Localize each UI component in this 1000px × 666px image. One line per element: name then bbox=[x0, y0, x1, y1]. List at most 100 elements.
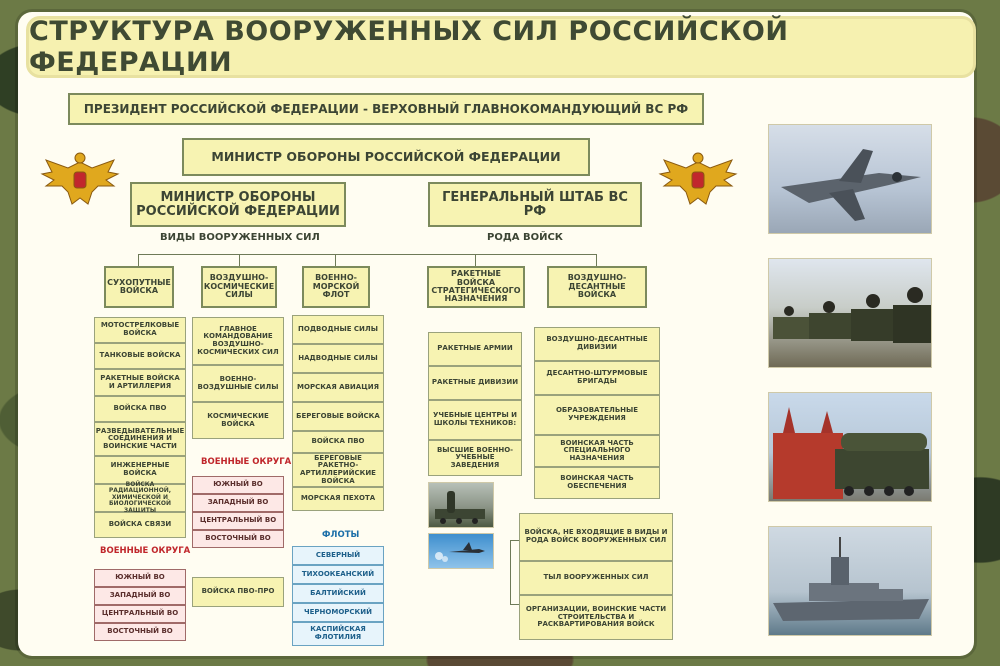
missile-launcher-red-square-photo bbox=[768, 392, 932, 502]
item-label: КОСМИЧЕСКИЕ ВОЙСКА bbox=[207, 411, 269, 428]
header-label: ВОЕННО-МОРСКОЙ ФЛОТ bbox=[312, 273, 360, 300]
arms-label: РОДА ВОЙСК bbox=[487, 232, 563, 243]
ground-item: ВОЙСКА ПВО bbox=[94, 396, 186, 422]
ground-item: ВОЙСКА РАДИАЦИОННОЙ, ХИМИЧЕСКОЙ И БИОЛОГ… bbox=[94, 480, 186, 514]
item-label: МОРСКАЯ АВИАЦИЯ bbox=[297, 382, 379, 391]
other-troops-item: ВОЙСКА, НЕ ВХОДЯЩИЕ В ВИДЫ И РОДА ВОЙСК … bbox=[519, 513, 673, 561]
airborne-item: ВОИНСКАЯ ЧАСТЬ СПЕЦИАЛЬНОГО НАЗНАЧЕНИЯ bbox=[534, 435, 660, 467]
header-label: РАКЕТНЫЕ ВОЙСКА СТРАТЕГИЧЕСКОГО НАЗНАЧЕН… bbox=[431, 269, 521, 304]
item-label: ВОЙСКА СВЯЗИ bbox=[108, 520, 172, 529]
district-item: ВОСТОЧНЫЙ ВО bbox=[94, 623, 186, 641]
minister-top-label: МИНИСТР ОБОРОНЫ РОССИЙСКОЙ ФЕДЕРАЦИИ bbox=[211, 149, 561, 165]
district-label: ВОСТОЧНЫЙ ВО bbox=[205, 534, 271, 543]
ground-forces-header: СУХОПУТНЫЕ ВОЙСКА bbox=[104, 266, 174, 308]
president-box: ПРЕЗИДЕНТ РОССИЙСКОЙ ФЕДЕРАЦИИ - ВЕРХОВН… bbox=[68, 93, 704, 125]
item-label: ВОЙСКА ПВО-ПРО bbox=[201, 587, 275, 596]
district-label: ЗАПАДНЫЙ ВО bbox=[207, 498, 269, 507]
item-label: ВОЙСКА РАДИАЦИОННОЙ, ХИМИЧЕСКОЙ И БИОЛОГ… bbox=[108, 480, 172, 514]
item-label: ВЫСШИЕ ВОЕННО-УЧЕБНЫЕ ЗАВЕДЕНИЯ bbox=[436, 445, 514, 469]
rvsn-item: РАКЕТНЫЕ АРМИИ bbox=[428, 332, 522, 366]
navy-item: МОРСКАЯ ПЕХОТА bbox=[292, 487, 384, 511]
item-label: ВОЙСКА, НЕ ВХОДЯЩИЕ В ВИДЫ И РОДА ВОЙСК … bbox=[524, 528, 668, 544]
item-label: ТАНКОВЫЕ ВОЙСКА bbox=[99, 351, 181, 360]
other-troops-item: ТЫЛ ВООРУЖЕННЫХ СИЛ bbox=[519, 561, 673, 595]
fighter-jet-icon bbox=[781, 149, 921, 221]
header-banner: СТРУКТУРА ВООРУЖЕННЫХ СИЛ РОССИЙСКОЙ ФЕД… bbox=[26, 16, 976, 78]
item-label: РАКЕТНЫЕ АРМИИ bbox=[437, 344, 513, 353]
item-label: РАКЕТНЫЕ ВОЙСКА И АРТИЛЛЕРИЯ bbox=[100, 373, 180, 390]
district-label: ЮЖНЫЙ ВО bbox=[115, 573, 165, 582]
navy-item: ВОЙСКА ПВО bbox=[292, 431, 384, 453]
header-label: ВОЗДУШНО-КОСМИЧЕСКИЕ СИЛЫ bbox=[203, 273, 275, 300]
item-label: МОТОСТРЕЛКОВЫЕ ВОЙСКА bbox=[100, 321, 180, 337]
navy-item: БЕРЕГОВЫЕ ВОЙСКА bbox=[292, 402, 384, 431]
ground-item: ВОЙСКА СВЯЗИ bbox=[94, 512, 186, 538]
item-label: БЕРЕГОВЫЕ ВОЙСКА bbox=[296, 411, 380, 420]
aircraft-icon bbox=[435, 542, 485, 562]
other-troops-item: ОРГАНИЗАЦИИ, ВОИНСКИЕ ЧАСТИ СТРОИТЕЛЬСТВ… bbox=[519, 595, 673, 640]
header-label: СУХОПУТНЫЕ ВОЙСКА bbox=[107, 277, 171, 295]
airborne-item: ВОИНСКАЯ ЧАСТЬ ОБЕСПЕЧЕНИЯ bbox=[534, 467, 660, 499]
item-label: ОРГАНИЗАЦИИ, ВОИНСКИЕ ЧАСТИ СТРОИТЕЛЬСТВ… bbox=[525, 605, 667, 629]
connector-line bbox=[510, 540, 520, 541]
minister-left-label: МИНИСТР ОБОРОНЫ РОССИЙСКОЙ ФЕДЕРАЦИИ bbox=[136, 189, 340, 219]
warship-icon bbox=[773, 537, 929, 621]
missile-truck-icon bbox=[435, 491, 485, 524]
airborne-item: ДЕСАНТНО-ШТУРМОВЫЕ БРИГАДЫ bbox=[534, 361, 660, 395]
connector-line bbox=[335, 254, 336, 266]
fleet-label: ТИХООКЕАНСКИЙ bbox=[301, 569, 375, 578]
item-label: РАЗВЕДЫВАТЕЛЬНЫЕ СОЕДИНЕНИЯ И ВОИНСКИЕ Ч… bbox=[95, 426, 185, 450]
fleet-item: СЕВЕРНЫЙ bbox=[292, 546, 384, 565]
aircraft-sky-photo bbox=[428, 533, 494, 569]
minister-top-box: МИНИСТР ОБОРОНЫ РОССИЙСКОЙ ФЕДЕРАЦИИ bbox=[182, 138, 590, 176]
ground-item: РАКЕТНЫЕ ВОЙСКА И АРТИЛЛЕРИЯ bbox=[94, 369, 186, 396]
district-label: ЮЖНЫЙ ВО bbox=[213, 480, 263, 489]
item-label: ОБРАЗОВАТЕЛЬНЫЕ УЧРЕЖДЕНИЯ bbox=[555, 406, 639, 422]
item-label: ВОЕННО-ВОЗДУШНЫЕ СИЛЫ bbox=[197, 374, 279, 391]
aerospace-item: КОСМИЧЕСКИЕ ВОЙСКА bbox=[192, 402, 284, 439]
general-staff-label: ГЕНЕРАЛЬНЫЙ ШТАБ ВС РФ bbox=[442, 189, 628, 219]
ground-item: МОТОСТРЕЛКОВЫЕ ВОЙСКА bbox=[94, 317, 186, 343]
pvo-pro-box: ВОЙСКА ПВО-ПРО bbox=[192, 577, 284, 607]
fleet-label: КАСПИЙСКАЯ ФЛОТИЛИЯ bbox=[310, 625, 366, 641]
header-label: ВОЗДУШНО-ДЕСАНТНЫЕ ВОЙСКА bbox=[567, 273, 627, 300]
connector-line bbox=[138, 254, 596, 255]
eagle-emblem-left-icon bbox=[40, 152, 120, 205]
rvsn-header: РАКЕТНЫЕ ВОЙСКА СТРАТЕГИЧЕСКОГО НАЗНАЧЕН… bbox=[427, 266, 525, 308]
missile-truck-photo bbox=[428, 482, 494, 528]
item-label: ДЕСАНТНО-ШТУРМОВЫЕ БРИГАДЫ bbox=[546, 369, 648, 385]
fleet-item: ТИХООКЕАНСКИЙ bbox=[292, 565, 384, 584]
rvsn-item: УЧЕБНЫЕ ЦЕНТРЫ И ШКОЛЫ ТЕХНИКОВ: bbox=[428, 400, 522, 440]
item-label: ПОДВОДНЫЕ СИЛЫ bbox=[298, 324, 378, 333]
item-label: ВОЗДУШНО-ДЕСАНТНЫЕ ДИВИЗИИ bbox=[546, 335, 648, 351]
aerospace-item: ГЛАВНОЕ КОМАНДОВАНИЕ ВОЗДУШНО-КОСМИЧЕСКИ… bbox=[192, 317, 284, 365]
district-item: ЗАПАДНЫЙ ВО bbox=[94, 587, 186, 605]
navy-item: ПОДВОДНЫЕ СИЛЫ bbox=[292, 315, 384, 344]
aerospace-item: ВОЕННО-ВОЗДУШНЫЕ СИЛЫ bbox=[192, 365, 284, 402]
general-staff-box: ГЕНЕРАЛЬНЫЙ ШТАБ ВС РФ bbox=[428, 182, 642, 227]
district-label: ЗАПАДНЫЙ ВО bbox=[109, 591, 171, 600]
navy-item: БЕРЕГОВЫЕ РАКЕТНО-АРТИЛЛЕРИЙСКИЕ ВОЙСКА bbox=[292, 453, 384, 487]
ground-item: ТАНКОВЫЕ ВОЙСКА bbox=[94, 343, 186, 369]
eagle-emblem-right-icon bbox=[658, 152, 738, 205]
airborne-header: ВОЗДУШНО-ДЕСАНТНЫЕ ВОЙСКА bbox=[547, 266, 647, 308]
president-label: ПРЕЗИДЕНТ РОССИЙСКОЙ ФЕДЕРАЦИИ - ВЕРХОВН… bbox=[83, 101, 689, 116]
district-label: ЦЕНТРАЛЬНЫЙ ВО bbox=[101, 609, 179, 618]
ground-item: ИНЖЕНЕРНЫЕ ВОЙСКА bbox=[94, 456, 186, 484]
item-label: ВОЙСКА ПВО bbox=[113, 404, 167, 413]
airborne-item: ОБРАЗОВАТЕЛЬНЫЕ УЧРЕЖДЕНИЯ bbox=[534, 395, 660, 435]
aerospace-districts-label: ВОЕННЫЕ ОКРУГА bbox=[201, 457, 292, 467]
armored-vehicles-icon bbox=[773, 287, 931, 343]
connector-line bbox=[510, 540, 511, 604]
district-item: ВОСТОЧНЫЙ ВО bbox=[192, 530, 284, 548]
district-label: ЦЕНТРАЛЬНЫЙ ВО bbox=[199, 516, 277, 525]
fleets-label: ФЛОТЫ bbox=[322, 530, 360, 540]
minister-left-box: МИНИСТР ОБОРОНЫ РОССИЙСКОЙ ФЕДЕРАЦИИ bbox=[130, 182, 346, 227]
aerospace-forces-header: ВОЗДУШНО-КОСМИЧЕСКИЕ СИЛЫ bbox=[201, 266, 277, 308]
services-label: ВИДЫ ВООРУЖЕННЫХ СИЛ bbox=[160, 232, 320, 243]
fleet-label: БАЛТИЙСКИЙ bbox=[310, 588, 366, 597]
item-label: ИНЖЕНЕРНЫЕ ВОЙСКА bbox=[110, 461, 170, 477]
fleet-item: КАСПИЙСКАЯ ФЛОТИЛИЯ bbox=[292, 622, 384, 646]
item-label: ВОИНСКАЯ ЧАСТЬ ОБЕСПЕЧЕНИЯ bbox=[560, 474, 634, 490]
